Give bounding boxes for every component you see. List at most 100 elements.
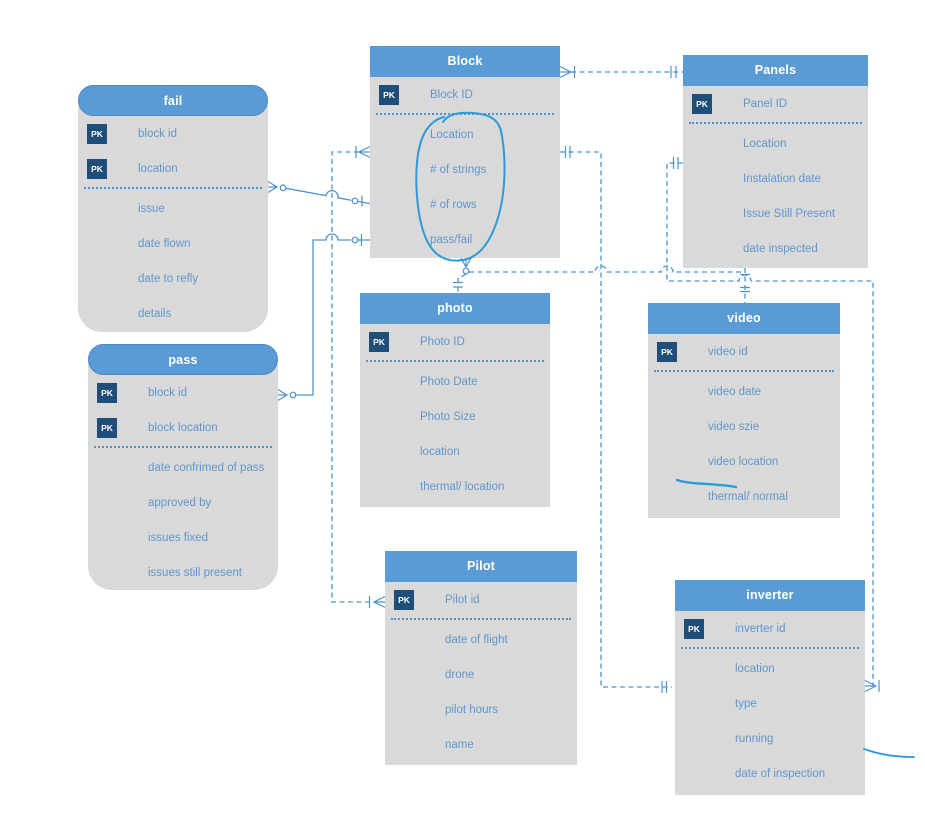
table-row: name [385,727,577,762]
table-title: fail [78,85,268,116]
table-row: date of inspection [675,756,865,791]
field-label: Photo ID [420,335,465,348]
pk-separator [376,113,554,115]
field-label: Panel ID [743,97,788,110]
table-row: # of strings [370,152,560,187]
pk-badge: PK [394,589,414,610]
table-row: Issue Still Present [683,196,868,231]
field-label: thermal/ location [420,480,505,493]
table-row: date inspected [683,231,868,266]
field-label: video location [708,455,779,468]
table-row: running [675,721,865,756]
field-label: issue [138,202,165,215]
pk-separator [391,618,571,620]
table-row: location [675,651,865,686]
table-row: PK Pilot id [385,582,577,617]
pk-separator [681,647,859,649]
pk-badge: PK [657,341,677,362]
pk-badge: PK [369,331,389,352]
pk-badge: PK [684,618,704,639]
pk-badge: PK [87,123,107,144]
field-label: date inspected [743,242,818,255]
connector-block-photo[interactable] [453,273,467,293]
field-label: drone [445,668,475,681]
table-row: issue [78,191,268,226]
field-label: location [138,162,178,175]
field-label: issues still present [148,566,242,579]
field-label: pilot hours [445,703,499,716]
pk-separator [654,370,834,372]
pk-badge: PK [97,382,117,403]
table-row: date to refly [78,261,268,296]
field-label: running [735,732,774,745]
field-label: details [138,307,172,320]
field-label: location [735,662,775,675]
table-row: Location [370,117,560,152]
table-row: location [360,434,550,469]
pk-separator [366,360,544,362]
table-row: date of flight [385,622,577,657]
pk-separator [94,446,272,448]
table-title: pass [88,344,278,375]
field-label: location [420,445,460,458]
table-row: issues fixed [88,520,278,555]
table-pass[interactable]: pass PK block id PK block location date co… [88,344,278,590]
connector-pass-block[interactable] [277,233,370,402]
connector-block-panels[interactable] [559,65,683,79]
table-row: PK location [78,151,268,186]
field-label: pass/fail [430,233,473,246]
table-row: Photo Size [360,399,550,434]
pk-badge: PK [692,93,712,114]
table-row: # of rows [370,187,560,222]
field-label: # of rows [430,198,477,211]
table-title: photo [360,293,550,324]
field-label: block id [148,386,187,399]
connector-fail-block[interactable] [267,180,371,207]
table-row: video date [648,374,840,409]
table-row: type [675,686,865,721]
pk-badge: PK [97,417,117,438]
field-label: type [735,697,757,710]
table-row: pilot hours [385,692,577,727]
field-label: Pilot id [445,593,480,606]
table-row: date flown [78,226,268,261]
table-row: Instalation date [683,161,868,196]
table-row: drone [385,657,577,692]
table-row: PK Panel ID [683,86,868,121]
table-row: thermal/ location [360,469,550,504]
table-row: Photo Date [360,364,550,399]
field-label: Photo Size [420,410,476,423]
field-label: block location [148,421,218,434]
table-row: PK block id [78,116,268,151]
field-label: Issue Still Present [743,207,836,220]
pk-badge: PK [87,158,107,179]
table-panels[interactable]: Panels PK Panel ID Location Instalation d… [683,55,868,268]
table-fail[interactable]: fail PK block id PK location issue date fl… [78,85,268,332]
field-label: Location [430,128,474,141]
field-label: video date [708,385,762,398]
table-row: approved by [88,485,278,520]
field-label: Photo Date [420,375,478,388]
table-row: Location [683,126,868,161]
field-label: block id [138,127,177,140]
freehand-curve-annotation[interactable] [863,748,915,758]
pk-separator [84,187,262,189]
field-label: date flown [138,237,191,250]
table-photo[interactable]: photo PK Photo ID Photo Date Photo Size l… [360,293,550,507]
field-label: date confrimed of pass [148,461,265,474]
table-row: PK block location [88,410,278,445]
table-title: Panels [683,55,868,86]
connector-panels-video[interactable] [740,268,750,303]
table-row: issues still present [88,555,278,590]
field-label: issues fixed [148,531,209,544]
field-label: date of flight [445,633,508,646]
table-title: video [648,303,840,334]
table-row: details [78,296,268,331]
